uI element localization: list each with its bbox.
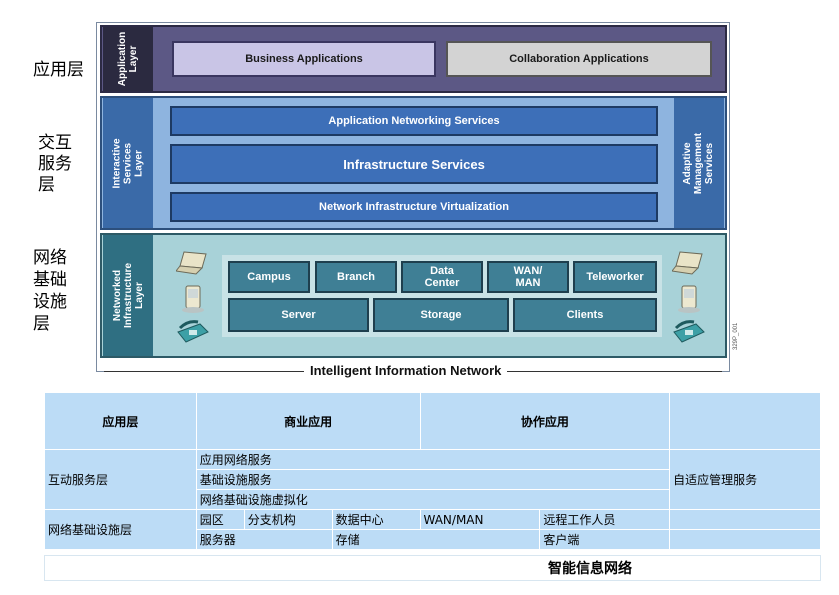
table-interactive-item: 网络基础设施虚拟化 <box>195 489 671 510</box>
table-network-cell: 分支机构 <box>243 509 333 530</box>
left-label-network: 网络 基础 设施 层 <box>33 248 67 334</box>
laptop-icon <box>176 250 210 276</box>
application-layer-side-label: Application Layer <box>103 27 153 91</box>
table-network-empty <box>669 509 821 530</box>
table-network-cell: 客户端 <box>539 529 671 550</box>
intelligent-network-cn-label: 智能信息网络 <box>548 561 632 577</box>
table-network-cell: WAN/MAN <box>419 509 541 530</box>
table-header-empty <box>669 392 821 450</box>
table-network-cell: 服务器 <box>195 529 333 550</box>
intelligent-information-network-label: Intelligent Information Network <box>304 363 508 378</box>
pda-icon <box>178 284 208 314</box>
left-label-app: 应用层 <box>33 60 84 80</box>
left-label-interactive: 交互 服务 层 <box>38 133 72 195</box>
table-network-cell: 数据中心 <box>331 509 421 530</box>
table-header-business: 商业应用 <box>195 392 421 450</box>
collaboration-applications-box: Collaboration Applications <box>446 41 712 77</box>
ip-phone-icon <box>174 318 212 346</box>
table-interactive-label: 互动服务层 <box>44 449 197 510</box>
campus-box: Campus <box>228 261 310 293</box>
table-network-cell: 存储 <box>331 529 541 550</box>
server-box: Server <box>228 298 369 332</box>
clients-box: Clients <box>513 298 657 332</box>
wan-man-box: WAN/ MAN <box>487 261 569 293</box>
pda-icon-right <box>674 284 704 314</box>
table-interactive-item: 基础设施服务 <box>195 469 671 490</box>
table-network-empty <box>669 529 821 550</box>
table-network-cell: 园区 <box>195 509 245 530</box>
data-center-box: Data Center <box>401 261 483 293</box>
infrastructure-services-bar: Infrastructure Services <box>170 144 658 184</box>
business-applications-box: Business Applications <box>172 41 436 77</box>
table-footer-row <box>44 555 821 581</box>
table-network-cell: 远程工作人员 <box>539 509 671 530</box>
networked-layer-side-label: Networked Infrastructure Layer <box>103 235 153 356</box>
laptop-icon-right <box>672 250 706 276</box>
application-networking-services-bar: Application Networking Services <box>170 106 658 136</box>
table-network-label: 网络基础设施层 <box>44 509 197 550</box>
table-interactive-item: 应用网络服务 <box>195 449 671 470</box>
interactive-layer-side-label: Interactive Services Layer <box>103 98 153 228</box>
figure-id: 329P_001 <box>733 322 739 350</box>
adaptive-management-services-label: Adaptive Management Services <box>674 98 724 228</box>
teleworker-box: Teleworker <box>573 261 657 293</box>
table-header-app-layer: 应用层 <box>44 392 197 450</box>
ip-phone-icon-right <box>670 318 708 346</box>
layer-mapping-table: 应用层 商业应用 协作应用 互动服务层 应用网络服务 自适应管理服务 基础设施服… <box>44 392 821 550</box>
storage-box: Storage <box>373 298 509 332</box>
table-adaptive-management: 自适应管理服务 <box>669 449 821 510</box>
branch-box: Branch <box>315 261 397 293</box>
network-infrastructure-virtualization-bar: Network Infrastructure Virtualization <box>170 192 658 222</box>
table-header-collaboration: 协作应用 <box>419 392 671 450</box>
